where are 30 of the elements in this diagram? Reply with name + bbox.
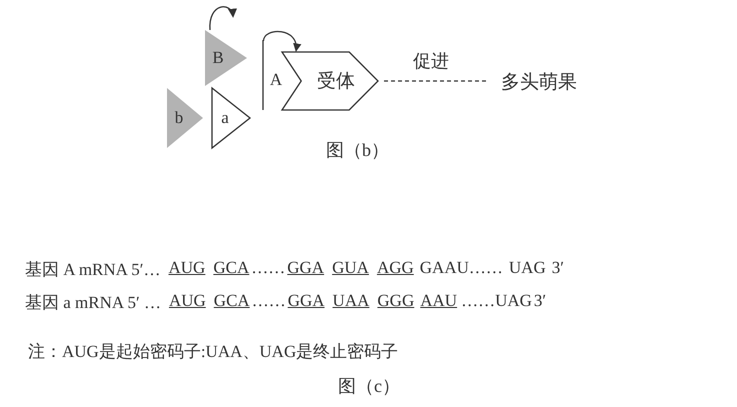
- underlined-codon: GGA: [287, 258, 324, 279]
- underlined-codon: UAA: [332, 291, 370, 312]
- underlined-codon: GUA: [332, 258, 369, 279]
- note-text: 注：AUG是起始密码子:UAA、UAG是终止密码子: [28, 341, 398, 363]
- sequence-text: 3′: [552, 258, 564, 279]
- sequence-text: ……: [251, 258, 286, 279]
- sequence-text: UAG: [508, 258, 546, 279]
- effect-text: 多头萌果: [490, 70, 588, 94]
- figure-caption: 图（c）: [338, 375, 400, 398]
- underlined-codon: AAU: [420, 291, 458, 312]
- sequence-text: 3′: [534, 291, 546, 312]
- sequence-text: 基因 A mRNA 5′…: [25, 259, 160, 281]
- dashed-line: [384, 80, 486, 82]
- underlined-codon: AGG: [376, 258, 414, 279]
- sequence-text: 基因 a mRNA 5′ …: [25, 292, 161, 314]
- arrow: [262, 30, 300, 52]
- receptor-shape: 受体: [282, 52, 378, 110]
- figure-caption: 图（b）: [326, 139, 389, 162]
- underlined-codon: AUG: [168, 291, 206, 312]
- sequence-text: ……UAG: [461, 291, 532, 312]
- sequence-text: ……: [252, 291, 286, 312]
- underlined-codon: AUG: [168, 258, 206, 279]
- underlined-codon: GGA: [288, 291, 325, 312]
- sequence-text: GAAU……: [420, 258, 503, 279]
- triangle-shape: b: [167, 88, 203, 148]
- underlined-codon: GGG: [377, 291, 414, 312]
- underlined-codon: GCA: [213, 258, 250, 279]
- triangle-shape: a: [212, 88, 250, 148]
- underlined-codon: GCA: [214, 291, 250, 312]
- triangle-shape: B: [205, 30, 247, 86]
